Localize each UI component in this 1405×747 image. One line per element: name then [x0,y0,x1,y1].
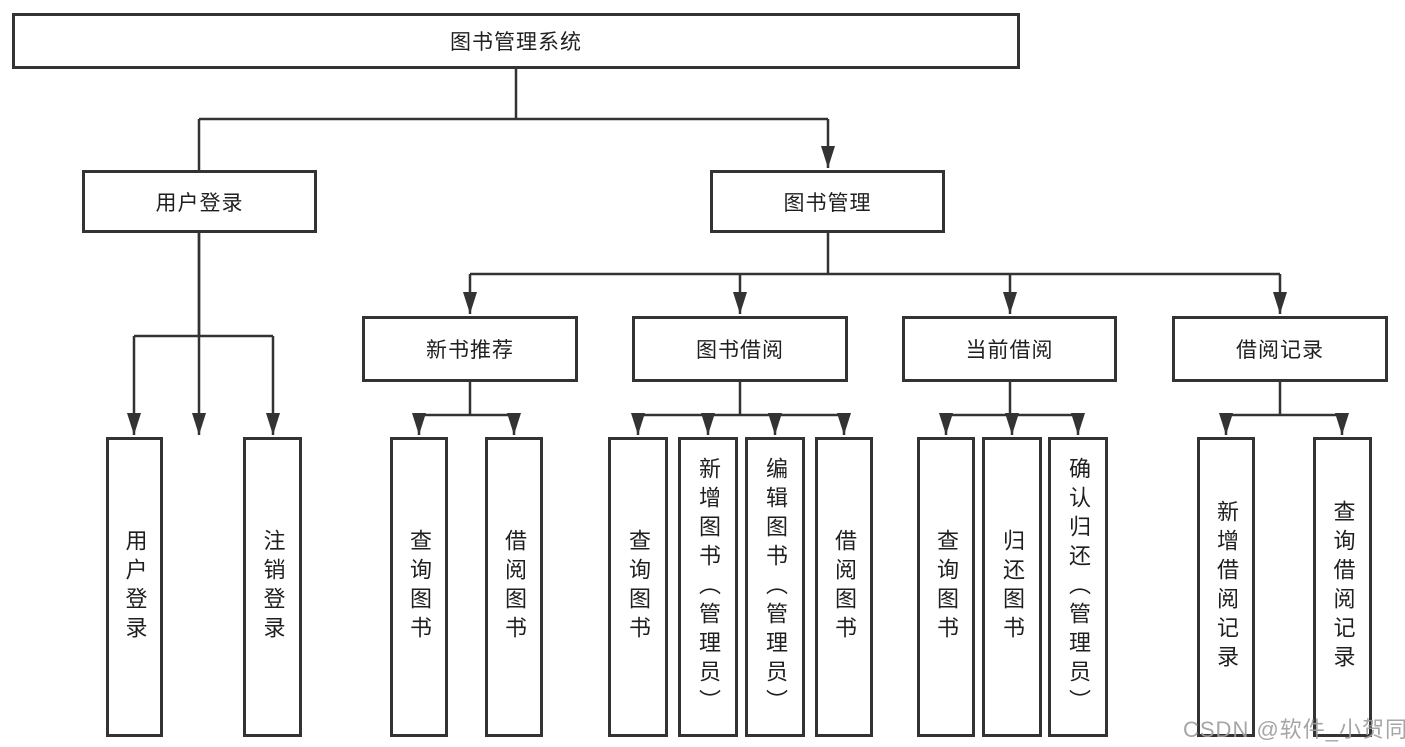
node-leaf-br-add-record: 新增借阅记录 [1197,437,1255,737]
node-new-book-recommend: 新书推荐 [362,316,578,382]
node-leaf-cb-confirm-return-admin: 确认归还（管理员） [1048,437,1108,737]
node-root: 图书管理系统 [12,13,1020,69]
node-leaf-bb-edit-books-admin: 编辑图书（管理员） [745,437,805,737]
node-leaf-nbr-query-books: 查询图书 [390,437,448,737]
watermark: CSDN @软件_小贺同学 [1183,717,1405,742]
node-borrow-records: 借阅记录 [1172,316,1388,382]
node-leaf-user-login: 用户登录 [106,437,163,737]
connector-borrow-records-to-leaves [1219,382,1349,435]
node-leaf-nbr-borrow-books: 借阅图书 [485,437,543,737]
connector-user-login-to-leaves [127,233,280,435]
node-leaf-bb-borrow-books: 借阅图书 [815,437,873,737]
connector-book-borrow-to-leaves [631,382,851,435]
node-current-borrow: 当前借阅 [902,316,1117,382]
node-book-borrow: 图书借阅 [632,316,848,382]
node-user-login: 用户登录 [82,170,317,233]
node-leaf-logout: 注销登录 [243,437,302,737]
connector-current-borrow-to-leaves [939,382,1085,435]
node-leaf-bb-add-books-admin: 新增图书（管理员） [678,437,738,737]
connector-new-book-to-leaves [412,382,521,435]
node-leaf-br-query-record: 查询借阅记录 [1313,437,1372,737]
node-book-management: 图书管理 [710,170,945,233]
connector-book-mgmt-to-level3 [463,233,1287,314]
node-leaf-cb-query-books: 查询图书 [917,437,975,737]
node-leaf-cb-return-books: 归还图书 [982,437,1042,737]
node-leaf-bb-query-books: 查询图书 [608,437,668,737]
